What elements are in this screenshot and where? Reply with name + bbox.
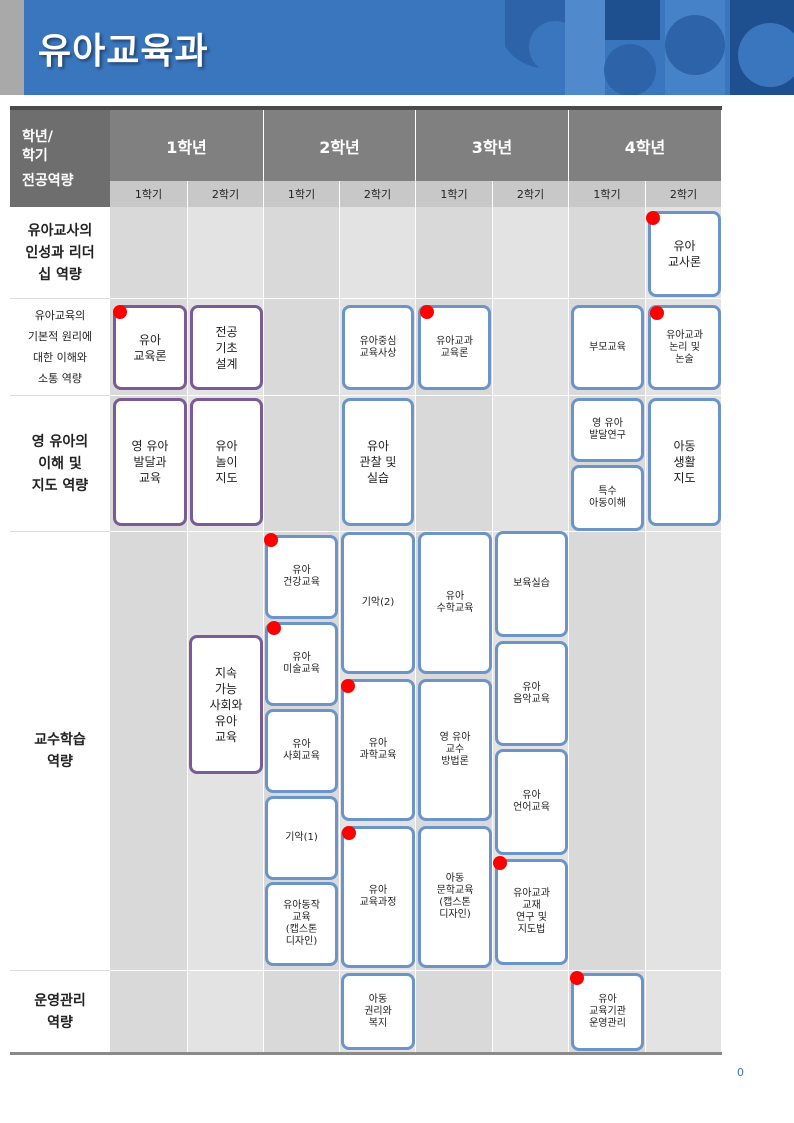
row-divider (10, 298, 722, 299)
year-header-1: 1학년 (110, 110, 264, 181)
row-divider (10, 395, 722, 396)
semester-header: 1학기 (110, 181, 188, 207)
banner-side-strip (0, 0, 24, 95)
course-card[interactable]: 부모교육 (571, 305, 644, 390)
corner-line: 학기 (22, 148, 48, 164)
competency-label: 영 유아의 이해 및 지도 역량 (10, 396, 110, 532)
header-top-bar (10, 106, 722, 110)
semester-header: 1학기 (416, 181, 493, 207)
corner-line: 전공역량 (22, 173, 74, 189)
page-title: 유아교육과 (38, 31, 209, 72)
table-bottom-bar (10, 1052, 722, 1055)
competency-label: 교수학습 역량 (10, 532, 110, 971)
course-card[interactable]: 기악(2) (341, 532, 415, 674)
banner-decoration (505, 0, 794, 95)
row-divider (10, 970, 722, 971)
corner-line: 학년/ (22, 129, 53, 145)
competency-label: 운영관리 역량 (10, 971, 110, 1052)
red-marker-icon (493, 856, 507, 870)
red-marker-icon (267, 621, 281, 635)
semester-header: 2학기 (188, 181, 264, 207)
red-marker-icon (570, 971, 584, 985)
red-marker-icon (646, 211, 660, 225)
row-divider (10, 531, 722, 532)
red-marker-icon (342, 826, 356, 840)
title-banner: 유아교육과 (0, 0, 794, 95)
semester-header: 1학기 (569, 181, 646, 207)
semester-header: 1학기 (264, 181, 340, 207)
page-number: 0 (737, 1066, 744, 1079)
year-header-2: 2학년 (264, 110, 416, 181)
semester-header: 2학기 (646, 181, 722, 207)
year-header-4: 4학년 (569, 110, 722, 181)
course-card[interactable]: 기악(1) (265, 796, 338, 880)
red-marker-icon (650, 306, 664, 320)
course-card[interactable]: 보육실습 (495, 531, 568, 637)
red-marker-icon (420, 305, 434, 319)
competency-label: 유아교육의 기본적 원리에 대한 이해와 소통 역량 (10, 299, 110, 396)
competency-label: 유아교사의 인성과 리더 십 역량 (10, 207, 110, 299)
red-marker-icon (341, 679, 355, 693)
red-marker-icon (113, 305, 127, 319)
year-header-3: 3학년 (416, 110, 569, 181)
semester-header: 2학기 (493, 181, 569, 207)
red-marker-icon (264, 533, 278, 547)
header-corner: 학년/ 학기 전공역량 (10, 110, 110, 207)
semester-header: 2학기 (340, 181, 416, 207)
